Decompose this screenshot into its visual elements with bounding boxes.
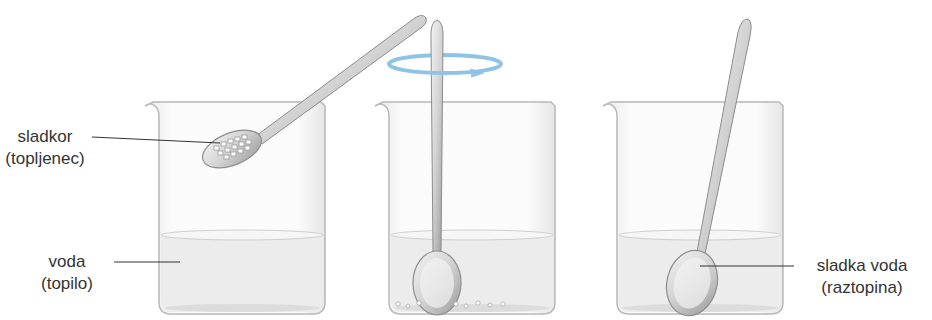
stirring-spoon [389, 20, 505, 315]
leader-line [114, 262, 180, 263]
beaker [145, 102, 325, 314]
leader-line [700, 266, 794, 267]
part-label: sladka voda (raztopina) [798, 255, 926, 299]
part-label: voda (topilo) [24, 251, 110, 295]
beaker [375, 102, 555, 314]
part-label: sladkor (topljenec) [2, 126, 88, 170]
beaker [603, 102, 783, 314]
spoon-sugar [197, 15, 426, 175]
leader-line [92, 137, 220, 143]
spoon [660, 19, 751, 320]
